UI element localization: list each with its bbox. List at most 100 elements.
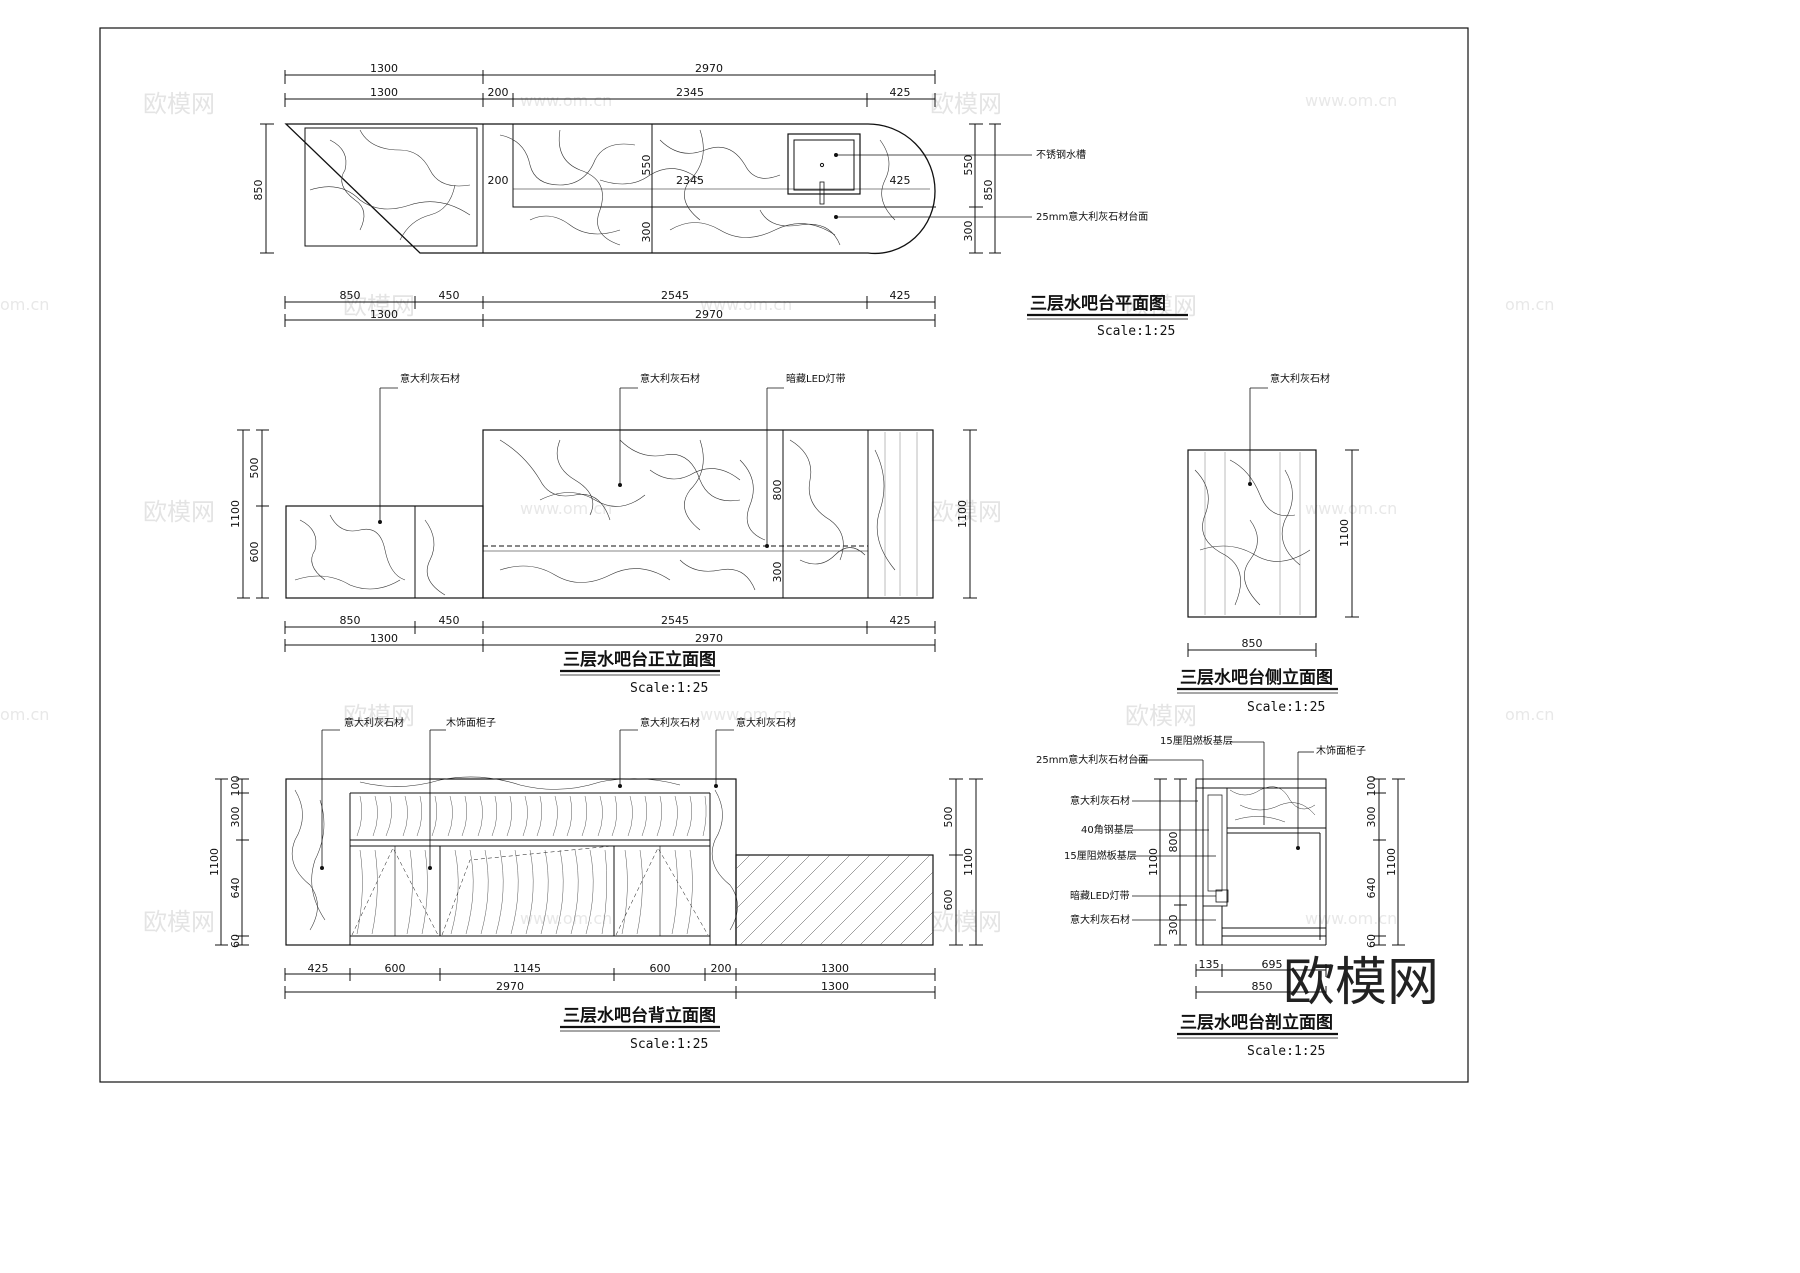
front-dim: 850 [340,614,361,627]
sheet-border [99,27,1469,1083]
plan-dim: 425 [890,174,911,187]
section-dim: 60 [1365,934,1378,948]
section-dim: 300 [1365,807,1378,828]
back-dim: 60 [229,934,242,948]
watermark-url: www.om.cn [700,295,792,314]
section-note: 暗藏LED灯带 [1070,889,1130,902]
side-elevation: 意大利灰石材 1100 850 三层水吧台侧立面图 Scale:1:25 [1177,372,1359,715]
plan-dim: 1300 [370,308,398,321]
section-dim: 800 [1167,832,1180,853]
front-note: 意大利灰石材 [640,372,700,385]
plan-dim: 300 [640,222,653,243]
section-note: 意大利灰石材 [1070,913,1130,926]
back-elevation: 意大利灰石材 木饰面柜子 意大利灰石材 意大利灰石材 100 300 640 6… [208,716,983,1052]
front-dim: 450 [439,614,460,627]
back-note: 意大利灰石材 [344,716,404,729]
back-dim: 600 [942,890,955,911]
side-note: 意大利灰石材 [1270,372,1330,385]
front-dim: 2970 [695,632,723,645]
watermark-url: om.cn [0,705,49,724]
section-note: 25mm意大利灰石材台面 [1036,753,1148,766]
front-dim: 425 [890,614,911,627]
plan-dim: 2345 [676,86,704,99]
watermark-url: www.om.cn [1305,909,1397,928]
watermark-url: www.om.cn [520,909,612,928]
section-dim: 1100 [1385,848,1398,876]
plan-dim: 200 [488,174,509,187]
section-dim: 695 [1262,958,1283,971]
hatched-panel [735,854,934,946]
section-dim: 1100 [1147,848,1160,876]
back-dim: 2970 [496,980,524,993]
plan-end-panel [304,127,478,247]
watermark-url: www.om.cn [700,705,792,724]
plan-scale: Scale:1:25 [1097,324,1175,339]
back-dim: 300 [229,807,242,828]
section-note: 15厘阻燃板基层 [1064,849,1137,862]
plan-dim: 550 [640,155,653,176]
watermark-url: www.om.cn [1305,499,1397,518]
front-title: 三层水吧台正立面图 [563,649,716,670]
back-title: 三层水吧台背立面图 [563,1005,716,1026]
section-scale: Scale:1:25 [1247,1044,1325,1059]
plan-dim: 2970 [695,62,723,75]
section-dim: 850 [1252,980,1273,993]
front-dim: 500 [248,458,261,479]
side-dim: 850 [1242,637,1263,650]
back-dim: 600 [385,962,406,975]
section-dim: 100 [1365,776,1378,797]
plan-dim: 425 [890,86,911,99]
site-logo: 欧模网 [1283,953,1439,1013]
section-note-top: 15厘阻燃板基层 [1160,734,1233,747]
watermark-url: www.om.cn [1305,91,1397,110]
front-dim: 1100 [956,500,969,528]
section-note: 40角钢基层 [1081,823,1134,836]
watermark-url: om.cn [1505,295,1554,314]
watermarks: 欧模网 www.om.cn 欧模网 www.om.cn om.cn 欧模网 ww… [0,90,1554,1013]
section-view: 25mm意大利灰石材台面 意大利灰石材 40角钢基层 15厘阻燃板基层 暗藏LE… [1036,734,1405,1059]
front-note: 暗藏LED灯带 [786,372,846,385]
watermark-mark: 欧模网 [143,498,215,526]
plan-title: 三层水吧台平面图 [1030,293,1166,314]
back-note: 意大利灰石材 [736,716,796,729]
plan-dim: 300 [962,221,975,242]
front-elevation: 意大利灰石材 意大利灰石材 暗藏LED灯带 800 300 500 600 11… [229,372,977,696]
side-scale: Scale:1:25 [1247,700,1325,715]
watermark-url: www.om.cn [520,499,612,518]
plan-view: 1300 2970 1300 200 2345 425 [252,62,1188,339]
section-dim: 135 [1199,958,1220,971]
watermark-mark: 欧模网 [343,702,415,730]
watermark-url: om.cn [0,295,49,314]
watermark-mark: 欧模网 [930,90,1002,118]
front-dim: 800 [771,480,784,501]
plan-note-sink: 不锈钢水槽 [1036,148,1086,161]
back-dim: 1100 [962,848,975,876]
back-dim: 1300 [821,962,849,975]
back-dim: 425 [308,962,329,975]
section-dim: 300 [1167,915,1180,936]
watermark-mark: 欧模网 [930,498,1002,526]
plan-dim: 1300 [370,62,398,75]
back-dim: 500 [942,807,955,828]
watermark-url: om.cn [1505,705,1554,724]
back-scale: Scale:1:25 [630,1037,708,1052]
plan-dim: 1300 [370,86,398,99]
back-dim: 200 [711,962,732,975]
back-dim: 1300 [821,980,849,993]
front-dim: 600 [248,542,261,563]
watermark-url: www.om.cn [520,91,612,110]
back-dim: 640 [229,878,242,899]
watermark-mark: 欧模网 [143,90,215,118]
section-dim: 640 [1365,878,1378,899]
section-note: 意大利灰石材 [1070,794,1130,807]
back-note: 意大利灰石材 [640,716,700,729]
watermark-mark: 欧模网 [930,908,1002,936]
section-title: 三层水吧台剖立面图 [1180,1012,1333,1033]
plan-note-countertop: 25mm意大利灰石材台面 [1036,210,1148,223]
front-dim: 1300 [370,632,398,645]
plan-dim: 2970 [695,308,723,321]
plan-dim: 425 [890,289,911,302]
plan-dim: 2545 [661,289,689,302]
front-dim: 1100 [229,500,242,528]
watermark-mark: 欧模网 [143,908,215,936]
